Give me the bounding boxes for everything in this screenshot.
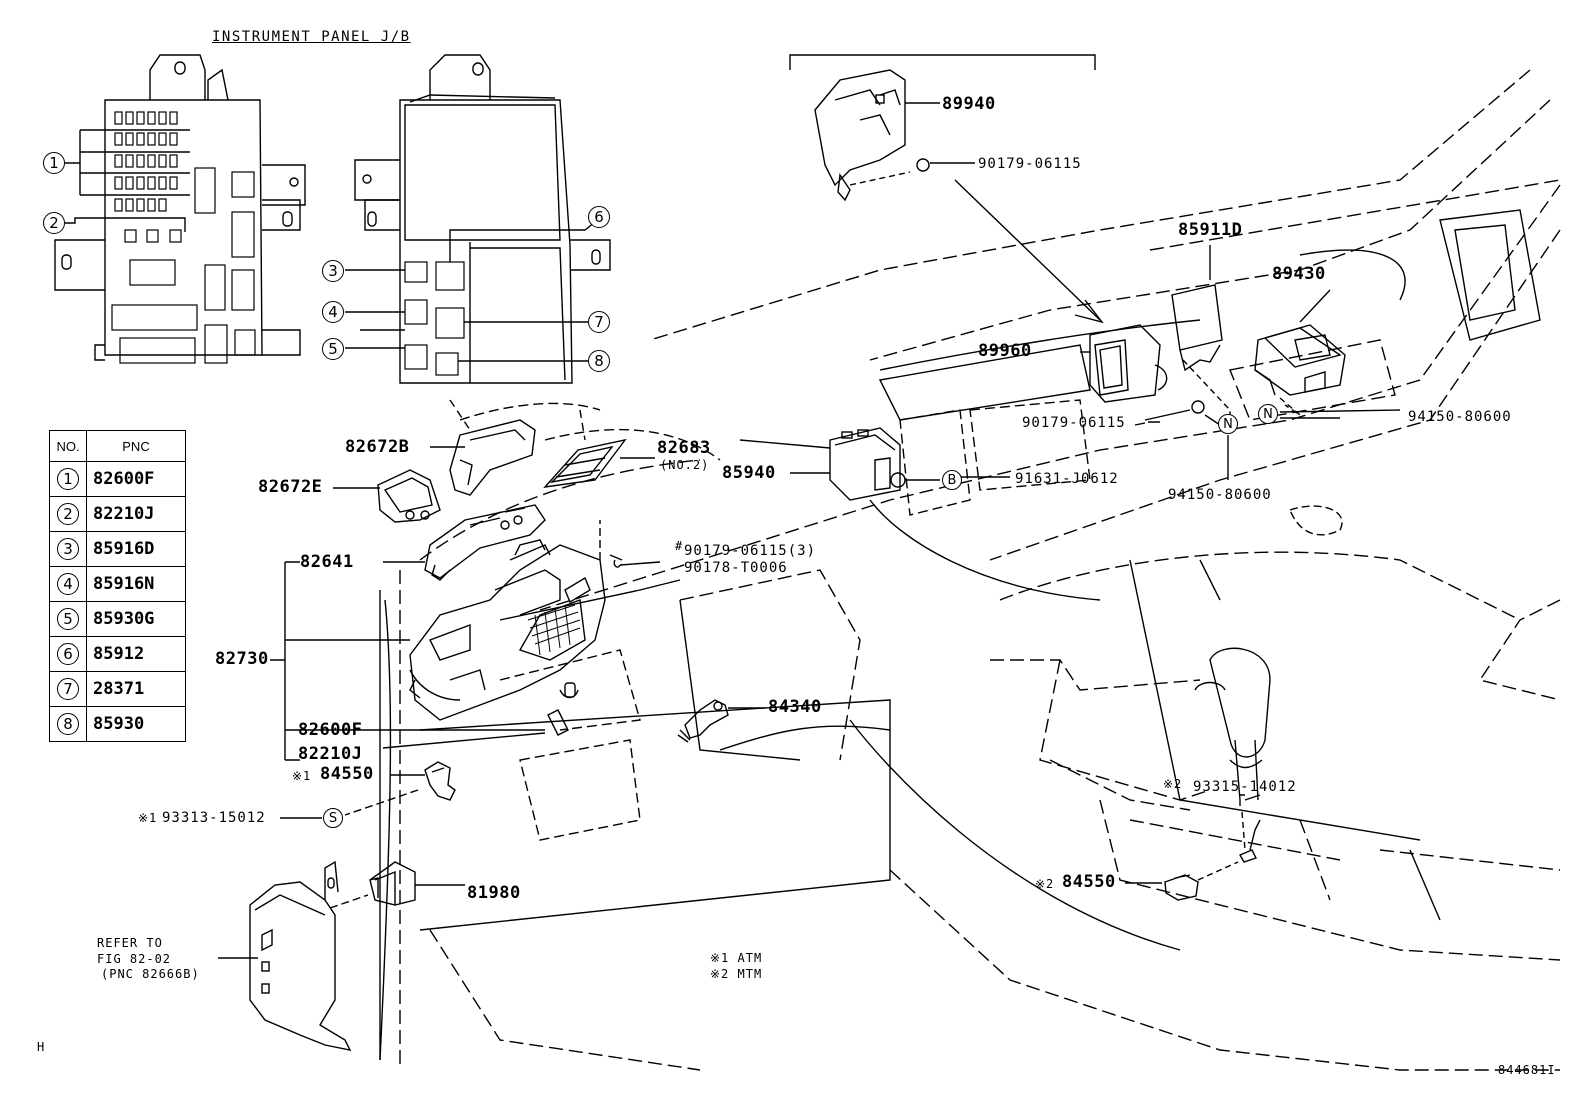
letter-n-right: N [1258, 404, 1278, 424]
table-row: 4 85916N [49, 566, 186, 602]
callout-1: 1 [43, 152, 65, 174]
table-row: 7 28371 [49, 671, 186, 707]
part-label-89960: 89960 [978, 341, 1032, 361]
col-no-header: NO. [49, 430, 87, 462]
part-label-85911d: 85911D [1178, 220, 1243, 240]
callout-5: 5 [322, 338, 344, 360]
panel-title: INSTRUMENT PANEL J/B [212, 29, 411, 45]
corner-mark: H [37, 1040, 46, 1054]
row-pnc: 28371 [86, 671, 186, 707]
note-mark-mtm-84550: ※2 [1035, 877, 1055, 891]
part-label-94150-right: 94150-80600 [1408, 409, 1512, 425]
refer-note-line3: (PNC 82666B) [101, 967, 200, 981]
part-label-90179-mid: 90179-06115 [1022, 415, 1126, 431]
part-82672e [333, 469, 441, 523]
letter-s: S [323, 808, 343, 828]
refer-note-line2: FIG 82-02 [97, 952, 172, 966]
part-85940 [829, 427, 940, 501]
part-label-93315: 93315-14012 [1193, 779, 1297, 795]
part-89960 [1080, 324, 1168, 403]
part-84550-atm [280, 761, 456, 819]
part-label-94150-center: 94150-80600 [1168, 487, 1272, 503]
row-pnc: 82600F [86, 461, 186, 497]
row-number: 4 [57, 573, 79, 595]
part-89940 [814, 69, 1104, 324]
callout-7: 7 [588, 311, 610, 333]
row-number: 5 [57, 608, 79, 630]
row-pnc: 85916N [86, 566, 186, 602]
row-pnc: 85930 [86, 706, 186, 742]
legend-note-atm: ※1 ATM [710, 951, 763, 965]
table-row: 5 85930G [49, 601, 186, 637]
part-label-91631: 91631-J0612 [1015, 471, 1119, 487]
row-pnc: 85916D [86, 531, 186, 567]
part-label-89940: 89940 [942, 94, 996, 114]
callout-4: 4 [322, 301, 344, 323]
part-label-90179-top: 90179-06115 [978, 156, 1082, 172]
part-82683 [543, 438, 655, 488]
row-number: 1 [57, 468, 79, 490]
shift-lever [1194, 647, 1271, 801]
part-label-82672e: 82672E [258, 477, 323, 497]
part-label-90179-qty3: 90179-06115(3) [684, 543, 817, 559]
part-label-82641: 82641 [300, 552, 354, 572]
part-label-82730: 82730 [215, 649, 269, 669]
part-84550-mtm [1125, 794, 1261, 901]
part-label-84550-mtm: 84550 [1062, 872, 1116, 892]
part-81980 [329, 861, 465, 909]
callout-6: 6 [588, 206, 610, 228]
note-mark-mtm-93315: ※2 [1163, 777, 1183, 791]
main-junction-assembly [409, 539, 623, 736]
part-label-85940: 85940 [722, 463, 776, 483]
part-label-93313: 93313-15012 [162, 810, 266, 826]
callout-8: 8 [588, 350, 610, 372]
nut-90179 [1144, 400, 1205, 421]
part-label-82210j: 82210J [298, 744, 363, 764]
part-89430 [1254, 289, 1346, 416]
part-label-84340: 84340 [768, 697, 822, 717]
col-pnc-header: PNC [86, 430, 186, 462]
hash-mark: # [675, 539, 684, 553]
part-label-84550-atm: 84550 [320, 764, 374, 784]
module-82666b [218, 860, 352, 1051]
part-82672b [430, 419, 536, 496]
part-label-90178: 90178-T0006 [684, 560, 788, 576]
row-pnc: 85930G [86, 601, 186, 637]
row-pnc: 82210J [86, 496, 186, 532]
row-pnc: 85912 [86, 636, 186, 672]
row-number: 6 [57, 643, 79, 665]
junction-block-front [54, 54, 306, 364]
part-label-82683-note: (NO.2) [660, 458, 710, 472]
part-82641 [383, 504, 546, 581]
part-84340 [677, 699, 765, 743]
figure-id: 844681I [1498, 1063, 1556, 1077]
letter-n-center: N [1218, 414, 1238, 434]
table-row: 3 85916D [49, 531, 186, 567]
callout-2: 2 [43, 212, 65, 234]
part-label-89430: 89430 [1272, 264, 1326, 284]
row-number: 8 [57, 713, 79, 735]
table-row: 2 82210J [49, 496, 186, 532]
refer-note-line1: REFER TO [97, 936, 163, 950]
row-number: 3 [57, 538, 79, 560]
table-row: 1 82600F [49, 461, 186, 497]
part-label-82600f: 82600F [298, 720, 363, 740]
part-85911d [1171, 245, 1231, 415]
instrument-panel-outline [379, 54, 1561, 1071]
part-label-82683: 82683 [657, 438, 711, 458]
letter-b: B [942, 470, 962, 490]
note-mark-atm-84550: ※1 [292, 769, 312, 783]
row-number: 2 [57, 503, 79, 525]
part-label-82672b: 82672B [345, 437, 410, 457]
callout-3: 3 [322, 260, 344, 282]
table-row: 8 85930 [49, 706, 186, 742]
junction-block-rear [345, 54, 611, 384]
row-number: 7 [57, 678, 79, 700]
part-label-81980: 81980 [467, 883, 521, 903]
note-mark-atm-93313: ※1 [138, 811, 158, 825]
legend-note-mtm: ※2 MTM [710, 967, 763, 981]
table-row: 6 85912 [49, 636, 186, 672]
